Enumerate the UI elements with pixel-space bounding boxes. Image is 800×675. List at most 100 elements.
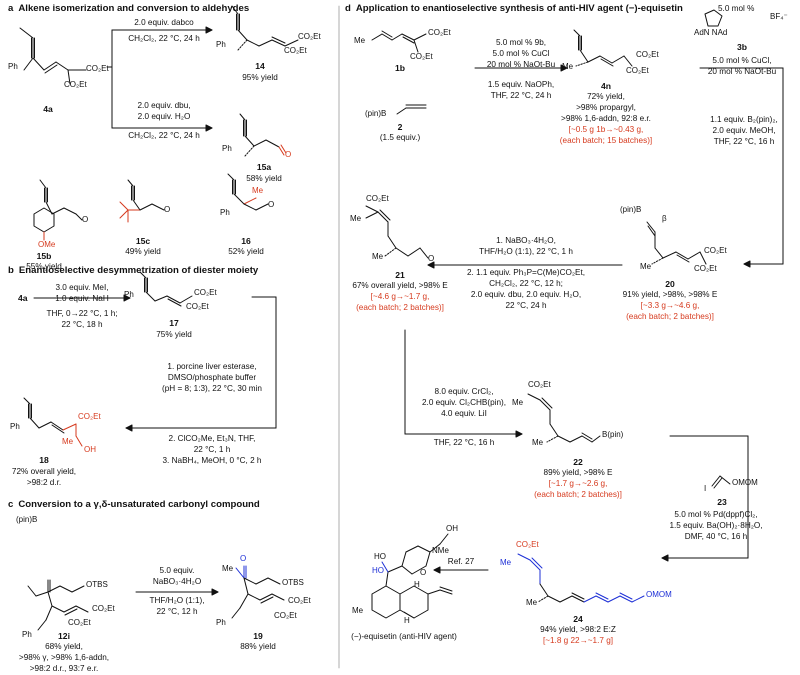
molecule-12i <box>27 579 89 631</box>
molecule-24-chain <box>537 583 645 603</box>
reaction-d5-condition-1: 5.0 mol % Pd(dppf)Cl₂, <box>674 510 758 519</box>
molecule-17 <box>139 271 193 307</box>
molecule-24-ester: CO₂Et <box>516 540 539 549</box>
reaction-d5-condition-3: DMF, 40 °C, 16 h <box>684 532 748 541</box>
compound-label-20: 20 <box>665 279 675 289</box>
compound-2-equiv: (1.5 equiv.) <box>379 133 421 142</box>
reaction-d3-condition-1: 1. NaBO₃·4H₂O, <box>496 236 556 245</box>
compound-4n-yield-2: >98% propargyl, <box>576 103 636 112</box>
molecule-equisetin <box>371 533 453 619</box>
compound-24-scale: [~1.8 g 22→~1.7 g] <box>542 636 614 645</box>
molecule-19-ph: Ph <box>216 618 226 627</box>
panel-d-title: Application to enantioselective synthesi… <box>355 3 683 14</box>
molecule-20 <box>646 221 707 265</box>
compound-20-scale-1: [~3.3 g→~4.6 g, <box>640 301 700 310</box>
molecule-19 <box>231 565 285 619</box>
reaction-d3-condition-5: 2.0 equiv. dbu, 2.0 equiv. H₂O, <box>470 290 582 299</box>
compound-15a-yield: 58% yield <box>246 174 282 183</box>
molecule-16-me: Me <box>252 186 264 195</box>
molecule-18-ester: CO₂Et <box>78 412 101 421</box>
reaction-b2-step2a: 2. ClCO₂Me, Et₃N, THF, <box>168 434 256 443</box>
equisetin-ho: HO <box>374 552 386 561</box>
molecule-15a-ph: Ph <box>222 144 232 153</box>
compound-21-yield: 67% overall yield, >98% E <box>352 281 448 290</box>
compound-21-scale-2: (each batch; 2 batches)] <box>356 303 444 312</box>
molecule-4a <box>19 27 87 85</box>
molecule-18 <box>23 397 83 447</box>
compound-12i-yield-1: 68% yield, <box>45 642 83 651</box>
molecule-4a-ester1: CO₂Et <box>86 64 109 73</box>
molecule-23-omom: OMOM <box>732 478 758 487</box>
molecule-20-beta: β <box>662 214 667 223</box>
panel-d-letter: d <box>345 3 351 14</box>
molecule-4n <box>573 29 633 67</box>
compound-12i-yield-3: >98:2 d.r., 93:7 e.r. <box>29 664 99 673</box>
molecule-20-me: Me <box>640 262 652 271</box>
compound-14-yield: 95% yield <box>242 73 278 82</box>
compound-4n-yield-3: >98% 1,6-addn, 92:8 e.r. <box>561 114 651 123</box>
compound-4n-scale-1: [~0.5 g 1b→~0.43 g, <box>568 125 644 134</box>
molecule-15a <box>239 113 287 157</box>
molecule-18-me: Me <box>62 437 74 446</box>
molecule-19-otbs: OTBS <box>282 578 304 587</box>
compound-label-4n: 4n <box>600 81 612 91</box>
compound-24-yield: 94% yield, >98:2 E:Z <box>540 625 616 634</box>
molecule-20-ester2: CO₂Et <box>694 264 717 273</box>
compound-label-2: 2 <box>397 122 403 132</box>
molecule-22-ester: CO₂Et <box>528 380 551 389</box>
arrow-panel-c <box>135 588 219 596</box>
reaction-a1-condition-2: CH₂Cl₂, 22 °C, 24 h <box>128 34 200 43</box>
molecule-21-o: O <box>428 254 435 263</box>
molecule-4n-ester1: CO₂Et <box>636 50 659 59</box>
reaction-d2-condition-5: THF, 22 °C, 16 h <box>713 137 775 146</box>
equisetin-h-1: H <box>414 580 420 589</box>
arrows-panel-b <box>33 294 277 432</box>
compound-label-24: 24 <box>573 614 583 624</box>
molecule-17-ester1: CO₂Et <box>194 288 217 297</box>
molecule-22-bpin: B(pin) <box>602 430 624 439</box>
reaction-d2-condition-1: 5.0 mol % CuCl, <box>712 56 772 65</box>
reaction-d1-condition-1: 5.0 mol % 9b, <box>495 38 547 47</box>
molecule-22-me-1: Me <box>512 398 524 407</box>
reaction-b1-condition-3: THF, 0→22 °C, 1 h; <box>46 309 118 318</box>
reaction-b1-condition-4: 22 °C, 18 h <box>61 320 103 329</box>
reaction-d1-condition-3: 20 mol % NaOt-Bu <box>486 60 556 69</box>
molecule-14-ph: Ph <box>216 40 226 49</box>
molecule-16-o: O <box>268 200 275 209</box>
panel-a-letter: a <box>8 3 14 14</box>
reaction-d4-condition-2: 2.0 equiv. Cl₂CHB(pin), <box>421 398 507 407</box>
reaction-d2-condition-2: 20 mol % NaOt-Bu <box>707 67 777 76</box>
molecule-1b <box>371 30 427 53</box>
panel-b-title: Enantioselective desymmetrization of die… <box>18 265 259 276</box>
reaction-c-condition-4: 22 °C, 12 h <box>156 607 198 616</box>
molecule-15c <box>119 179 165 223</box>
reaction-d1-condition-4: 1.5 equiv. NaOPh, <box>487 80 555 89</box>
molecule-23-i: I <box>704 484 707 493</box>
panel-d-heading: d Application to enantioselective synthes… <box>345 3 683 15</box>
reaction-d1-condition-2: 5.0 mol % CuCl <box>492 49 550 58</box>
molecule-1b-ester1: CO₂Et <box>428 28 451 37</box>
panel-c-title: Conversion to a γ,δ-unsaturated carbonyl… <box>18 499 260 510</box>
reaction-d3-condition-2: THF/H₂O (1:1), 22 °C, 1 h <box>479 247 573 256</box>
molecule-14-ester1: CO₂Et <box>298 32 321 41</box>
molecule-2-bpin: (pin)B <box>365 109 387 118</box>
molecule-16 <box>227 173 269 211</box>
compound-label-17: 17 <box>169 318 179 328</box>
reaction-b2-step1b: DMSO/phosphate buffer <box>167 373 257 382</box>
molecule-12i-ester2: CO₂Et <box>68 618 91 627</box>
compound-21-scale-1: [~4.6 g→~1.7 g, <box>370 292 430 301</box>
molecule-15b-ome: OMe <box>38 240 56 249</box>
reaction-d5-condition-2: 1.5 equiv. Ba(OH)₂·8H₂O, <box>669 521 763 530</box>
equisetin-oh: OH <box>446 524 458 533</box>
reaction-d1-condition-5: THF, 22 °C, 24 h <box>490 91 552 100</box>
compound-label-1b: 1b <box>394 63 406 73</box>
reaction-a2-condition-2: 2.0 equiv. H₂O <box>137 112 191 121</box>
reaction-d2-condition-3: 1.1 equiv. B₂(pin)₂, <box>710 115 778 124</box>
arrow-d-r1 <box>474 64 568 72</box>
equisetin-me: Me <box>352 606 364 615</box>
compound-22-yield: 89% yield, >98% E <box>543 468 613 477</box>
molecule-19-o: O <box>240 554 247 563</box>
reaction-d4-condition-1: 8.0 equiv. CrCl₂, <box>434 387 494 396</box>
molecule-17-ph: Ph <box>124 290 134 299</box>
reaction-b2-step1a: 1. porcine liver esterase, <box>167 362 257 371</box>
